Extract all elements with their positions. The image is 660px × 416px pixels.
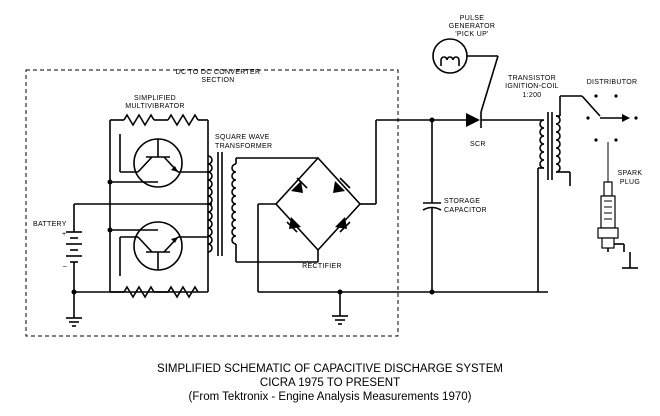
caption-line2: CICRA 1975 TO PRESENT bbox=[260, 377, 400, 389]
label-coil-line3: 1:200 bbox=[522, 92, 541, 99]
label-pulse-line2: GENERATOR bbox=[449, 23, 495, 30]
bridge-rectifier bbox=[274, 156, 362, 252]
caption-line1: SIMPLIFIED SCHEMATIC OF CAPACITIVE DISCH… bbox=[157, 363, 503, 375]
label-spark-line1: SPARK bbox=[618, 170, 643, 177]
label-multivibrator-line2: MULTIVIBRATOR bbox=[125, 103, 185, 110]
caption-line3: (From Tektronix - Engine Analysis Measur… bbox=[189, 391, 472, 403]
square-wave-transformer bbox=[207, 152, 237, 256]
label-scr: SCR bbox=[470, 141, 486, 148]
distributor bbox=[586, 94, 638, 182]
label-converter-line1: DC TO DC CONVERTER bbox=[176, 69, 261, 76]
ignition-coil bbox=[539, 112, 561, 180]
label-transformer-line1: SQUARE WAVE bbox=[215, 134, 270, 141]
label-converter-line2: SECTION bbox=[201, 77, 234, 84]
label-storage-line1: STORAGE bbox=[444, 198, 480, 205]
ground-symbol bbox=[332, 292, 348, 325]
battery-symbol bbox=[66, 204, 82, 327]
label-transformer-line2: TRANSFORMER bbox=[215, 143, 272, 150]
pulse-generator bbox=[432, 38, 498, 74]
label-battery-minus: – bbox=[63, 263, 67, 270]
label-pulse-line1: PULSE bbox=[460, 15, 484, 22]
label-distributor: DISTRIBUTOR bbox=[587, 79, 638, 86]
label-storage-line2: CAPACITOR bbox=[444, 207, 487, 214]
spark-plug bbox=[597, 181, 638, 269]
label-coil-line1: TRANSISTOR bbox=[508, 75, 556, 82]
scr-thyristor bbox=[466, 55, 544, 128]
multivibrator-circuit bbox=[109, 113, 209, 299]
label-spark-line2: PLUG bbox=[620, 179, 640, 186]
storage-capacitor bbox=[422, 120, 442, 292]
label-battery-plus: + bbox=[62, 231, 66, 238]
label-coil-line2: IGNITION-COIL bbox=[505, 83, 559, 90]
label-rectifier: RECTIFIER bbox=[302, 263, 342, 270]
converter-section-box bbox=[25, 69, 399, 337]
label-multivibrator-line1: SIMPLIFIED bbox=[134, 95, 176, 102]
label-pulse-line3: 'PICK UP' bbox=[455, 31, 488, 38]
label-battery: BATTERY bbox=[33, 221, 67, 228]
